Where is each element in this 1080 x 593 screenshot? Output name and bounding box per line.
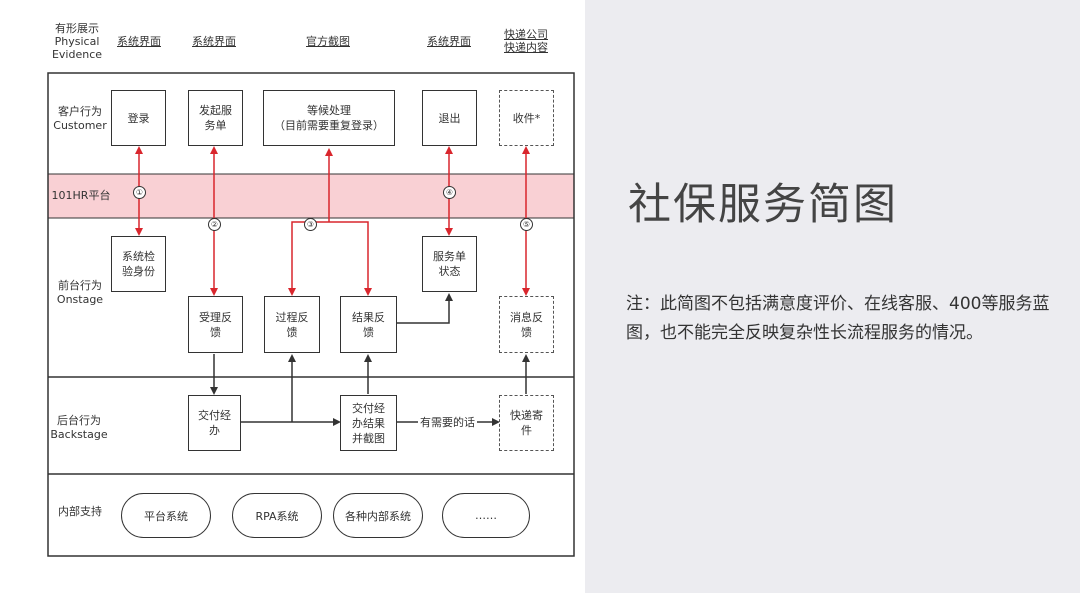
support-internal-systems: 各种内部系统 — [333, 493, 423, 538]
page-title: 社保服务简图 — [628, 180, 898, 230]
col5-header: 快递公司 快递内容 — [504, 28, 548, 54]
arrow-wait-result — [329, 221, 372, 296]
box-deliver: 交付经 办 — [188, 395, 241, 451]
box-deliver-result: 交付经 办结果 并截图 — [340, 395, 397, 451]
col2-header: 系统界面 — [192, 35, 236, 48]
box-message-feedback: 消息反 馈 — [499, 296, 554, 353]
box-start-service: 发起服 务单 — [188, 90, 243, 146]
lane-onstage: 前台行为 Onstage — [56, 279, 104, 306]
box-process-feedback: 过程反 馈 — [264, 296, 320, 353]
lane-customer: 客户行为 Customer — [53, 105, 107, 132]
support-rpa-system: RPA系统 — [232, 493, 322, 538]
marker-2: ② — [208, 218, 221, 231]
lane-support: 内部支持 — [58, 505, 102, 518]
box-wait: 等候处理 （目前需要重复登录） — [263, 90, 395, 146]
box-order-status: 服务单 状态 — [422, 236, 477, 292]
lane-backstage: 后台行为 Backstage — [50, 414, 108, 441]
edge-label-if-needed: 有需要的话 — [418, 414, 477, 430]
col4-header: 系统界面 — [427, 35, 471, 48]
box-receive: 收件* — [499, 90, 554, 146]
marker-4: ④ — [443, 186, 456, 199]
col1-header: 系统界面 — [117, 35, 161, 48]
box-logout: 退出 — [422, 90, 477, 146]
note-text: 注：此简图不包括满意度评价、在线客服、400等服务蓝图，也不能完全反映复杂性长流… — [626, 294, 1050, 343]
outer-frame — [47, 72, 575, 557]
marker-5: ⑤ — [520, 218, 533, 231]
lane-platform: 101HR平台 — [51, 189, 111, 202]
arrow-result-status — [397, 293, 453, 324]
support-platform-system: 平台系统 — [121, 493, 211, 538]
box-login: 登录 — [111, 90, 166, 146]
box-courier: 快递寄 件 — [499, 395, 554, 451]
box-verify: 系统检 验身份 — [111, 236, 166, 292]
box-result-feedback: 结果反 馈 — [340, 296, 397, 353]
evidence-header: 有形展示 Physical Evidence — [51, 22, 103, 61]
marker-1: ① — [133, 186, 146, 199]
arrow-wait-process — [288, 221, 329, 296]
col3-header: 官方截图 — [306, 35, 350, 48]
support-more: …… — [442, 493, 530, 538]
box-accept-feedback: 受理反 馈 — [188, 296, 243, 353]
marker-3: ③ — [304, 218, 317, 231]
